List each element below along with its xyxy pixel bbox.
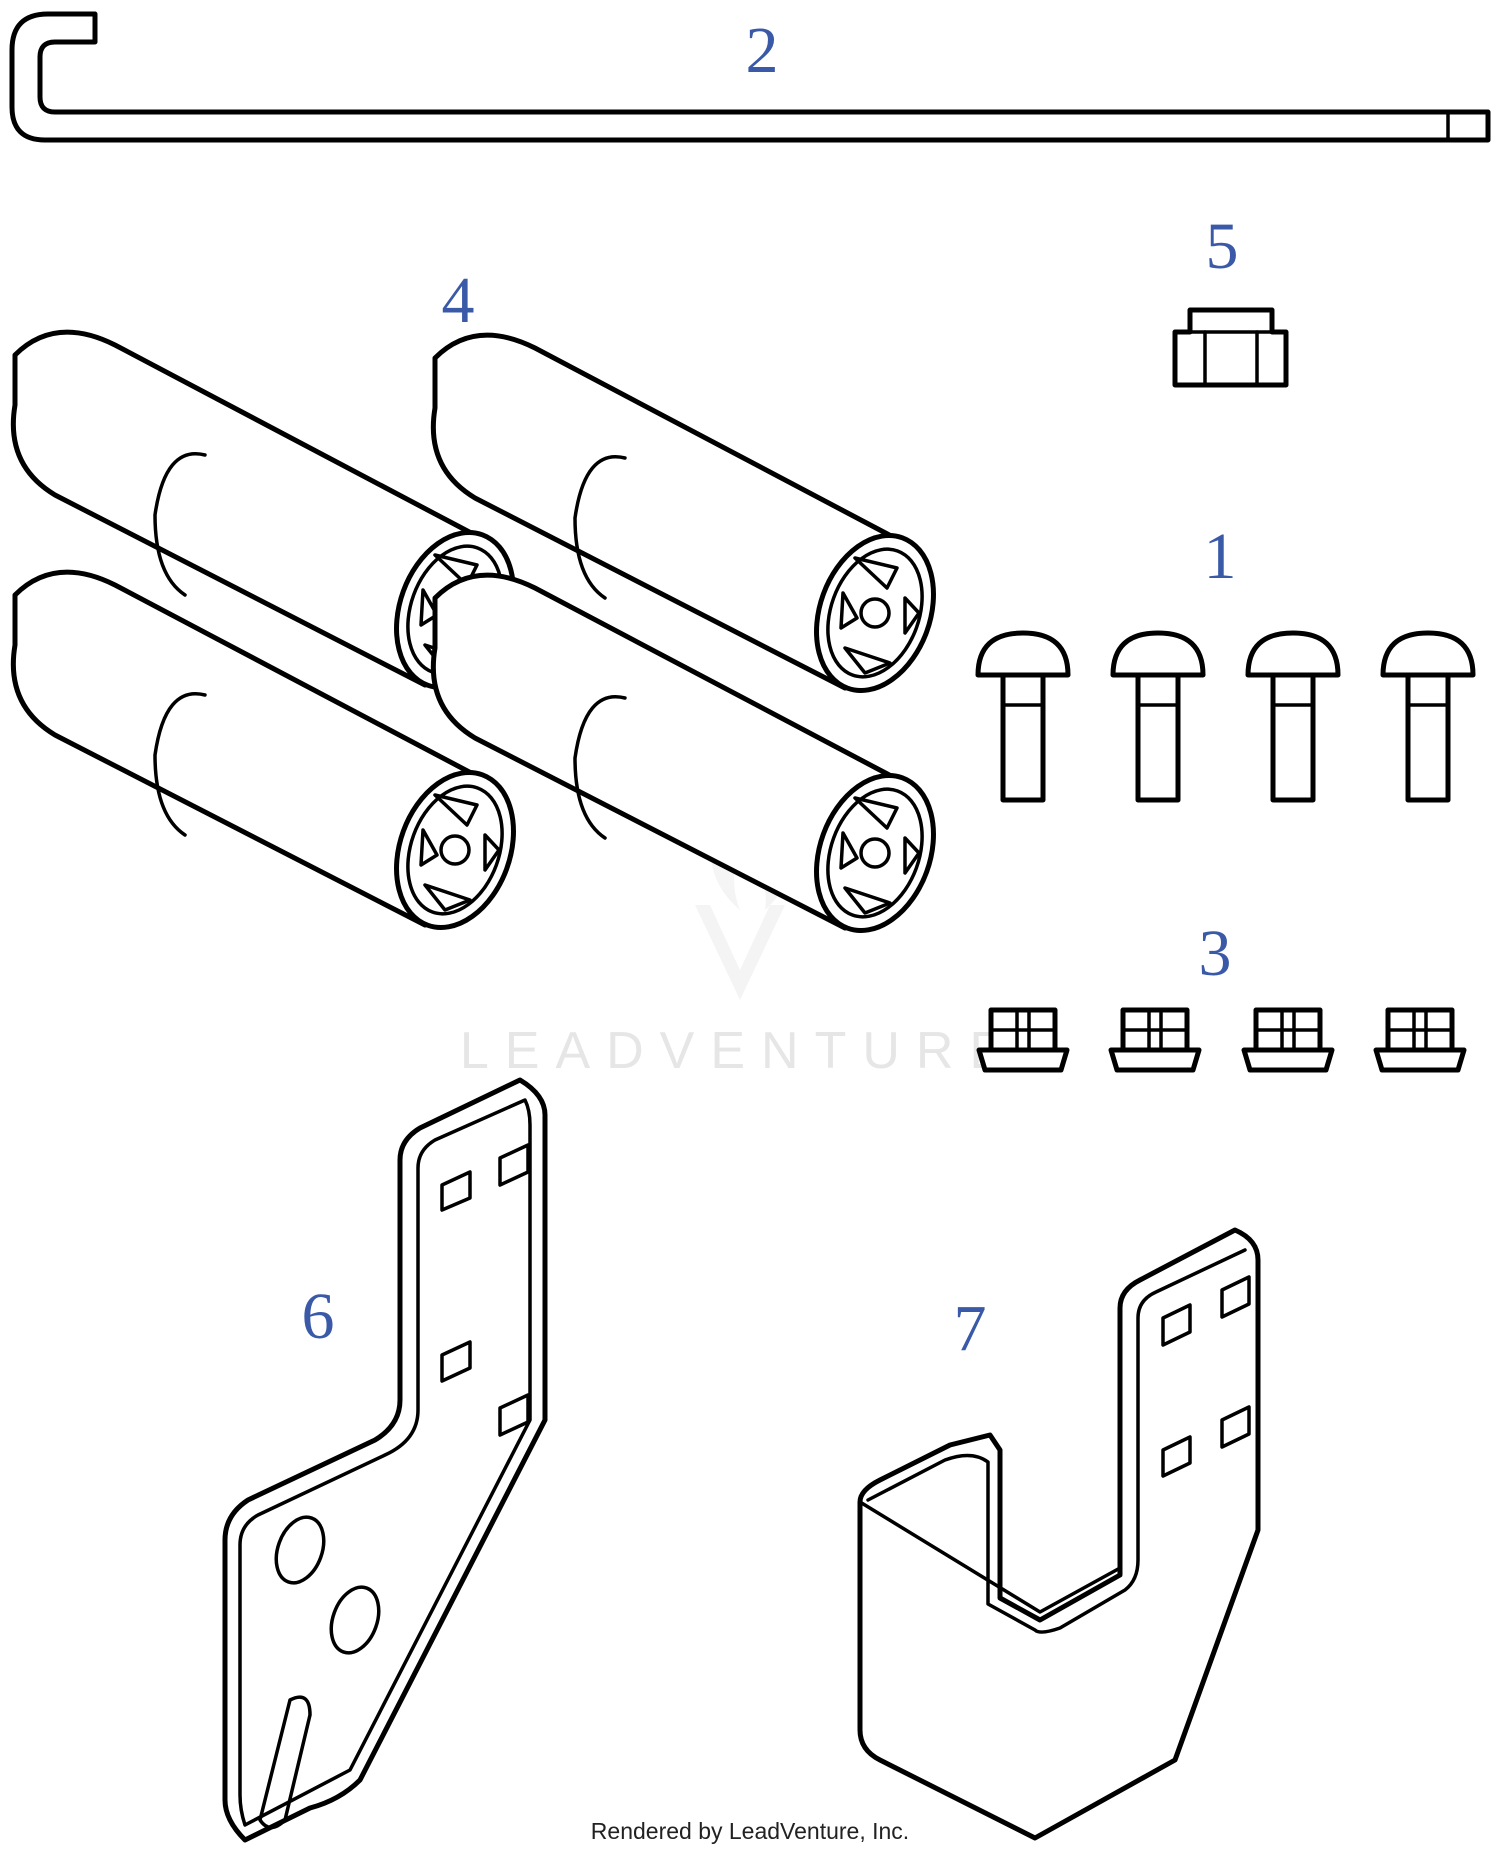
callout-7: 7: [954, 1292, 987, 1365]
watermark-text: LEADVENTURE: [460, 1022, 1020, 1080]
callout-4: 5: [1206, 210, 1239, 283]
part-4-nut: [1172, 307, 1289, 388]
part-1-carriage-bolt: [1383, 633, 1473, 800]
part-2-rod: [9, 11, 1491, 143]
callout-3: 3: [1199, 917, 1232, 990]
part-1-carriage-bolt: [1248, 633, 1338, 800]
callout-2: 2: [746, 14, 779, 87]
part-1-carriage-bolt: [1113, 633, 1203, 800]
part-1-carriage-bolt: [978, 633, 1068, 800]
part-3-flange-nut: [1244, 1010, 1332, 1070]
part-7-bracket: [857, 1227, 1261, 1841]
callout-5: 4: [442, 264, 475, 337]
callout-1: 1: [1204, 520, 1237, 593]
part-6-bracket: [222, 1077, 548, 1843]
part-3-flange-nut: [1376, 1010, 1464, 1070]
footer-credit: Rendered by LeadVenture, Inc.: [590, 1818, 910, 1844]
callout-6: 6: [302, 1280, 335, 1353]
part-3-flange-nut: [1111, 1010, 1199, 1070]
part-3-flange-nut: [979, 1010, 1067, 1070]
